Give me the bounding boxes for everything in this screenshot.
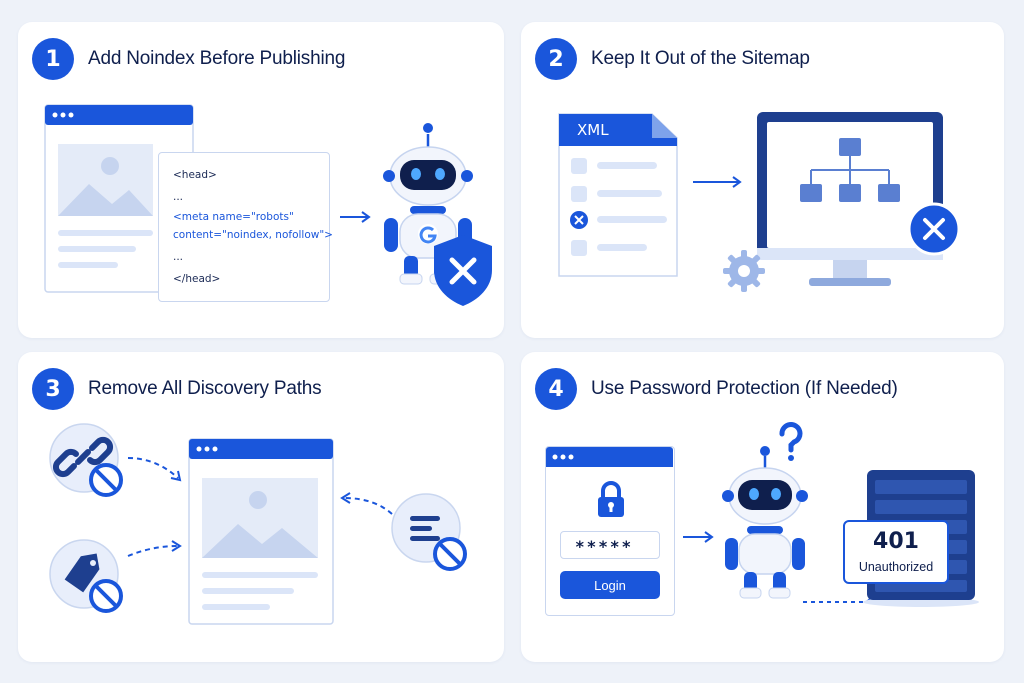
code-line: ...: [173, 251, 184, 263]
question-mark-icon: [779, 422, 803, 461]
robot-crawler-icon: [722, 446, 808, 599]
step-number-4: 4: [535, 368, 577, 410]
panel-3: 3 Remove All Discovery Paths: [18, 352, 504, 662]
panel-4-title: Use Password Protection (If Needed): [591, 378, 898, 399]
lock-icon: [598, 481, 624, 517]
blocked-x-icon: [907, 202, 961, 256]
panel-2: 2 Keep It Out of the Sitemap XML: [521, 22, 1004, 338]
error-code: 401: [873, 529, 919, 554]
dashed-arrow-icon: [340, 492, 393, 515]
step-number-3: 3: [32, 368, 74, 410]
step-number-1: 1: [32, 38, 74, 80]
xml-sitemap-document-icon: [558, 113, 678, 277]
login-button[interactable]: Login: [560, 571, 660, 599]
login-window: ***** Login: [545, 446, 675, 616]
panel-4-header: 4 Use Password Protection (If Needed): [535, 368, 898, 410]
login-window-titlebar: [546, 447, 673, 467]
arrow-right-icon: [340, 211, 371, 223]
link-blocked-icon: [49, 423, 123, 497]
panel-3-header: 3 Remove All Discovery Paths: [32, 368, 322, 410]
code-line-meta-content: content="noindex, nofollow">: [173, 229, 333, 241]
arrow-right-icon: [693, 176, 742, 188]
password-mask: *****: [575, 537, 634, 556]
monitor-sitemap-icon: [757, 112, 943, 286]
browser-window-illustration: [44, 104, 194, 293]
code-line: ...: [173, 191, 184, 203]
panel-2-title: Keep It Out of the Sitemap: [591, 48, 810, 69]
error-text: Unauthorized: [858, 560, 934, 574]
shield-blocked-icon: [434, 235, 492, 306]
panel-3-title: Remove All Discovery Paths: [88, 378, 322, 399]
step-number-2: 2: [535, 38, 577, 80]
code-snippet-box: <head> ... <meta name="robots" content="…: [158, 152, 333, 302]
tag-blocked-icon: [49, 539, 123, 613]
code-line: <head>: [173, 169, 217, 181]
browser-window-illustration: [188, 438, 334, 625]
panel-4: 4 Use Password Protection (If Needed) **…: [521, 352, 1004, 662]
arrow-right-icon: [683, 531, 714, 543]
code-line: </head>: [173, 273, 221, 285]
xml-label: XML: [577, 121, 609, 139]
error-401-box: 401 Unauthorized: [843, 520, 949, 584]
dashed-arrow-icon: [127, 457, 182, 482]
panel-1-header: 1 Add Noindex Before Publishing: [32, 38, 345, 80]
password-field[interactable]: *****: [560, 531, 660, 559]
panel-1: 1 Add Noindex Before Publishing <head> .…: [18, 22, 504, 338]
code-line-meta: <meta name="robots": [173, 211, 294, 223]
dashed-arrow-icon: [127, 540, 182, 557]
menu-blocked-icon: [391, 493, 467, 571]
panel-1-title: Add Noindex Before Publishing: [88, 48, 346, 69]
gear-icon: [723, 250, 765, 292]
window-dots-icon: [552, 454, 574, 460]
panel-2-header: 2 Keep It Out of the Sitemap: [535, 38, 810, 80]
